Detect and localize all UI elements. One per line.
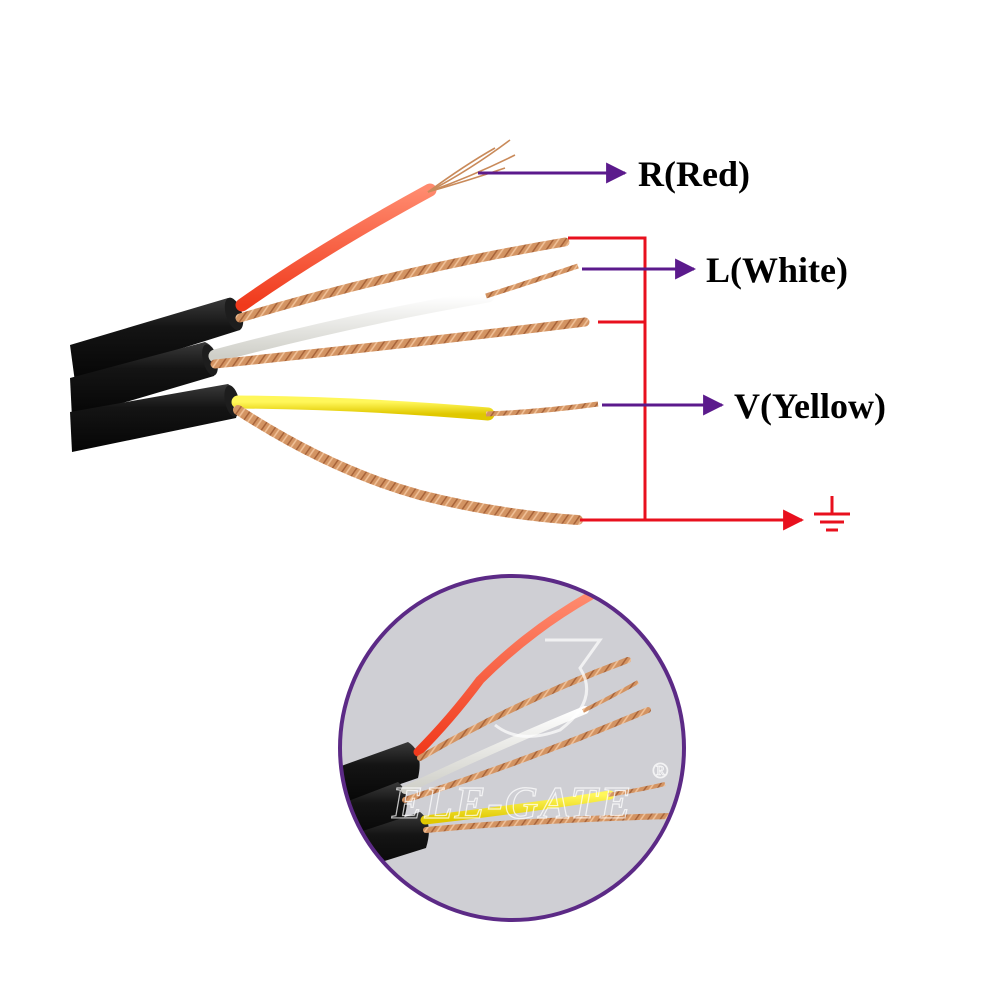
copper-shield-2 [210, 317, 590, 369]
white-wire [208, 289, 495, 363]
red-wire-strands [427, 139, 516, 193]
copper-shield-1 [235, 237, 570, 323]
cable-jacket-bottom [70, 384, 239, 452]
white-wire-strands [485, 263, 579, 299]
yellow-wire-strands [485, 401, 599, 417]
label-yellow: V(Yellow) [734, 386, 886, 426]
ground-symbol-icon [814, 496, 850, 532]
watermark-logo-icon [494, 638, 603, 738]
label-red: R(Red) [638, 154, 750, 194]
yellow-wire [231, 395, 495, 421]
cable-jacket-top [70, 298, 242, 382]
copper-shield-3 [233, 405, 583, 525]
red-wire [235, 183, 437, 312]
watermark-text: ELE-GATE [391, 777, 633, 828]
main-cable [70, 139, 599, 525]
inset-circle-border [338, 574, 686, 922]
inset-photo: ELE-GATE ® [338, 574, 686, 922]
label-white: L(White) [706, 250, 848, 290]
ground-bracket [568, 236, 647, 522]
watermark-registered: ® [652, 758, 669, 783]
cable-jacket-middle [70, 342, 217, 418]
